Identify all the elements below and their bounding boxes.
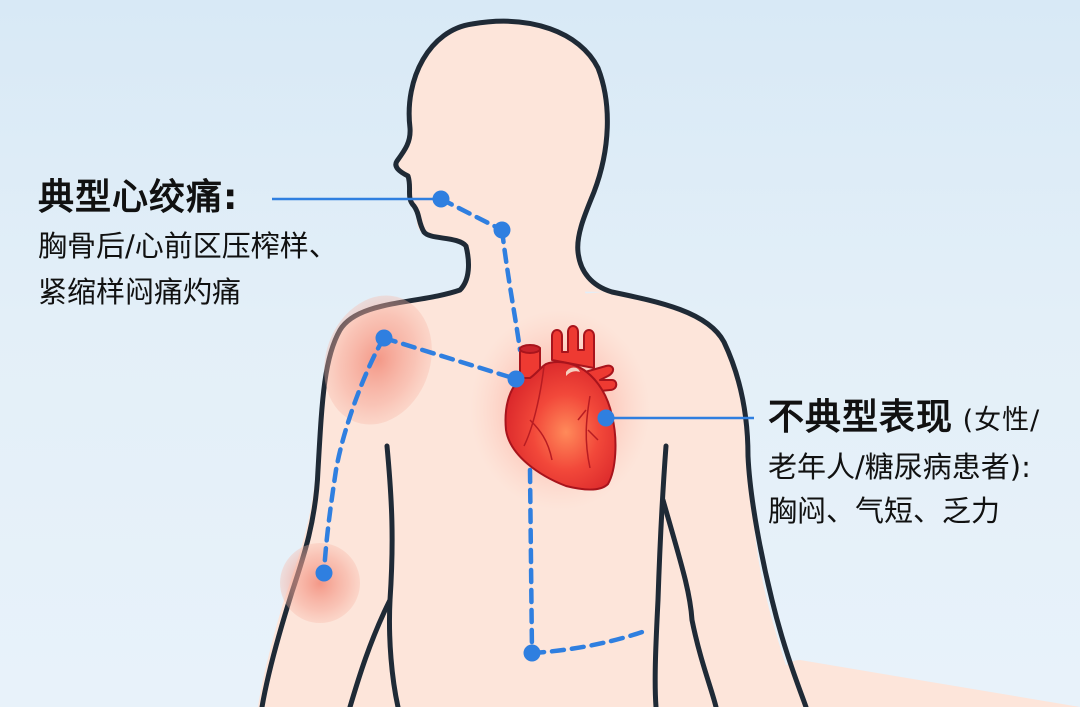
atypical-title-row: 不典型表现 (女性/ (768, 396, 1040, 443)
shoulder-to-heart-path (381, 335, 519, 382)
radiation-paths (321, 196, 651, 656)
shoulder-to-elbow-path (321, 335, 387, 576)
shoulder-pain-area (324, 295, 432, 425)
typical-angina-line-1: 胸骨后/心前区压榨样、 (38, 229, 338, 263)
heart-to-abdomen-path (527, 467, 535, 656)
heart-top-marker (507, 370, 525, 388)
elbow-marker (315, 564, 333, 582)
atypical-line-2: 胸闷、气短、乏力 (768, 494, 1001, 528)
marker-points (315, 190, 615, 662)
neck-marker (493, 221, 511, 239)
abdomen-side-path (529, 627, 651, 656)
leader-lines (272, 197, 754, 420)
typical-angina-label: 典型心绞痛: 胸骨后/心前区压榨样、 紧缩样闷痛灼痛 (38, 176, 338, 312)
elbow-pain-area (280, 543, 360, 623)
jaw-to-neck-path (438, 196, 505, 233)
atypical-title-suffix: (女性/ (953, 405, 1041, 436)
atypical-line-1: 老年人/糖尿病患者): (768, 450, 1031, 484)
shoulder-marker (375, 329, 393, 347)
typical-angina-line-2: 紧缩样闷痛灼痛 (38, 275, 242, 309)
jaw-marker (432, 190, 450, 208)
heart-right-marker (597, 409, 615, 427)
atypical-presentation-label: 不典型表现 (女性/ 老年人/糖尿病患者): 胸闷、气短、乏力 (768, 396, 1040, 531)
abdomen-marker (523, 644, 541, 662)
neck-to-heart-path (499, 227, 523, 353)
atypical-title: 不典型表现 (768, 397, 954, 438)
heart-icon (504, 325, 618, 491)
typical-angina-title: 典型心绞痛: (38, 177, 239, 218)
